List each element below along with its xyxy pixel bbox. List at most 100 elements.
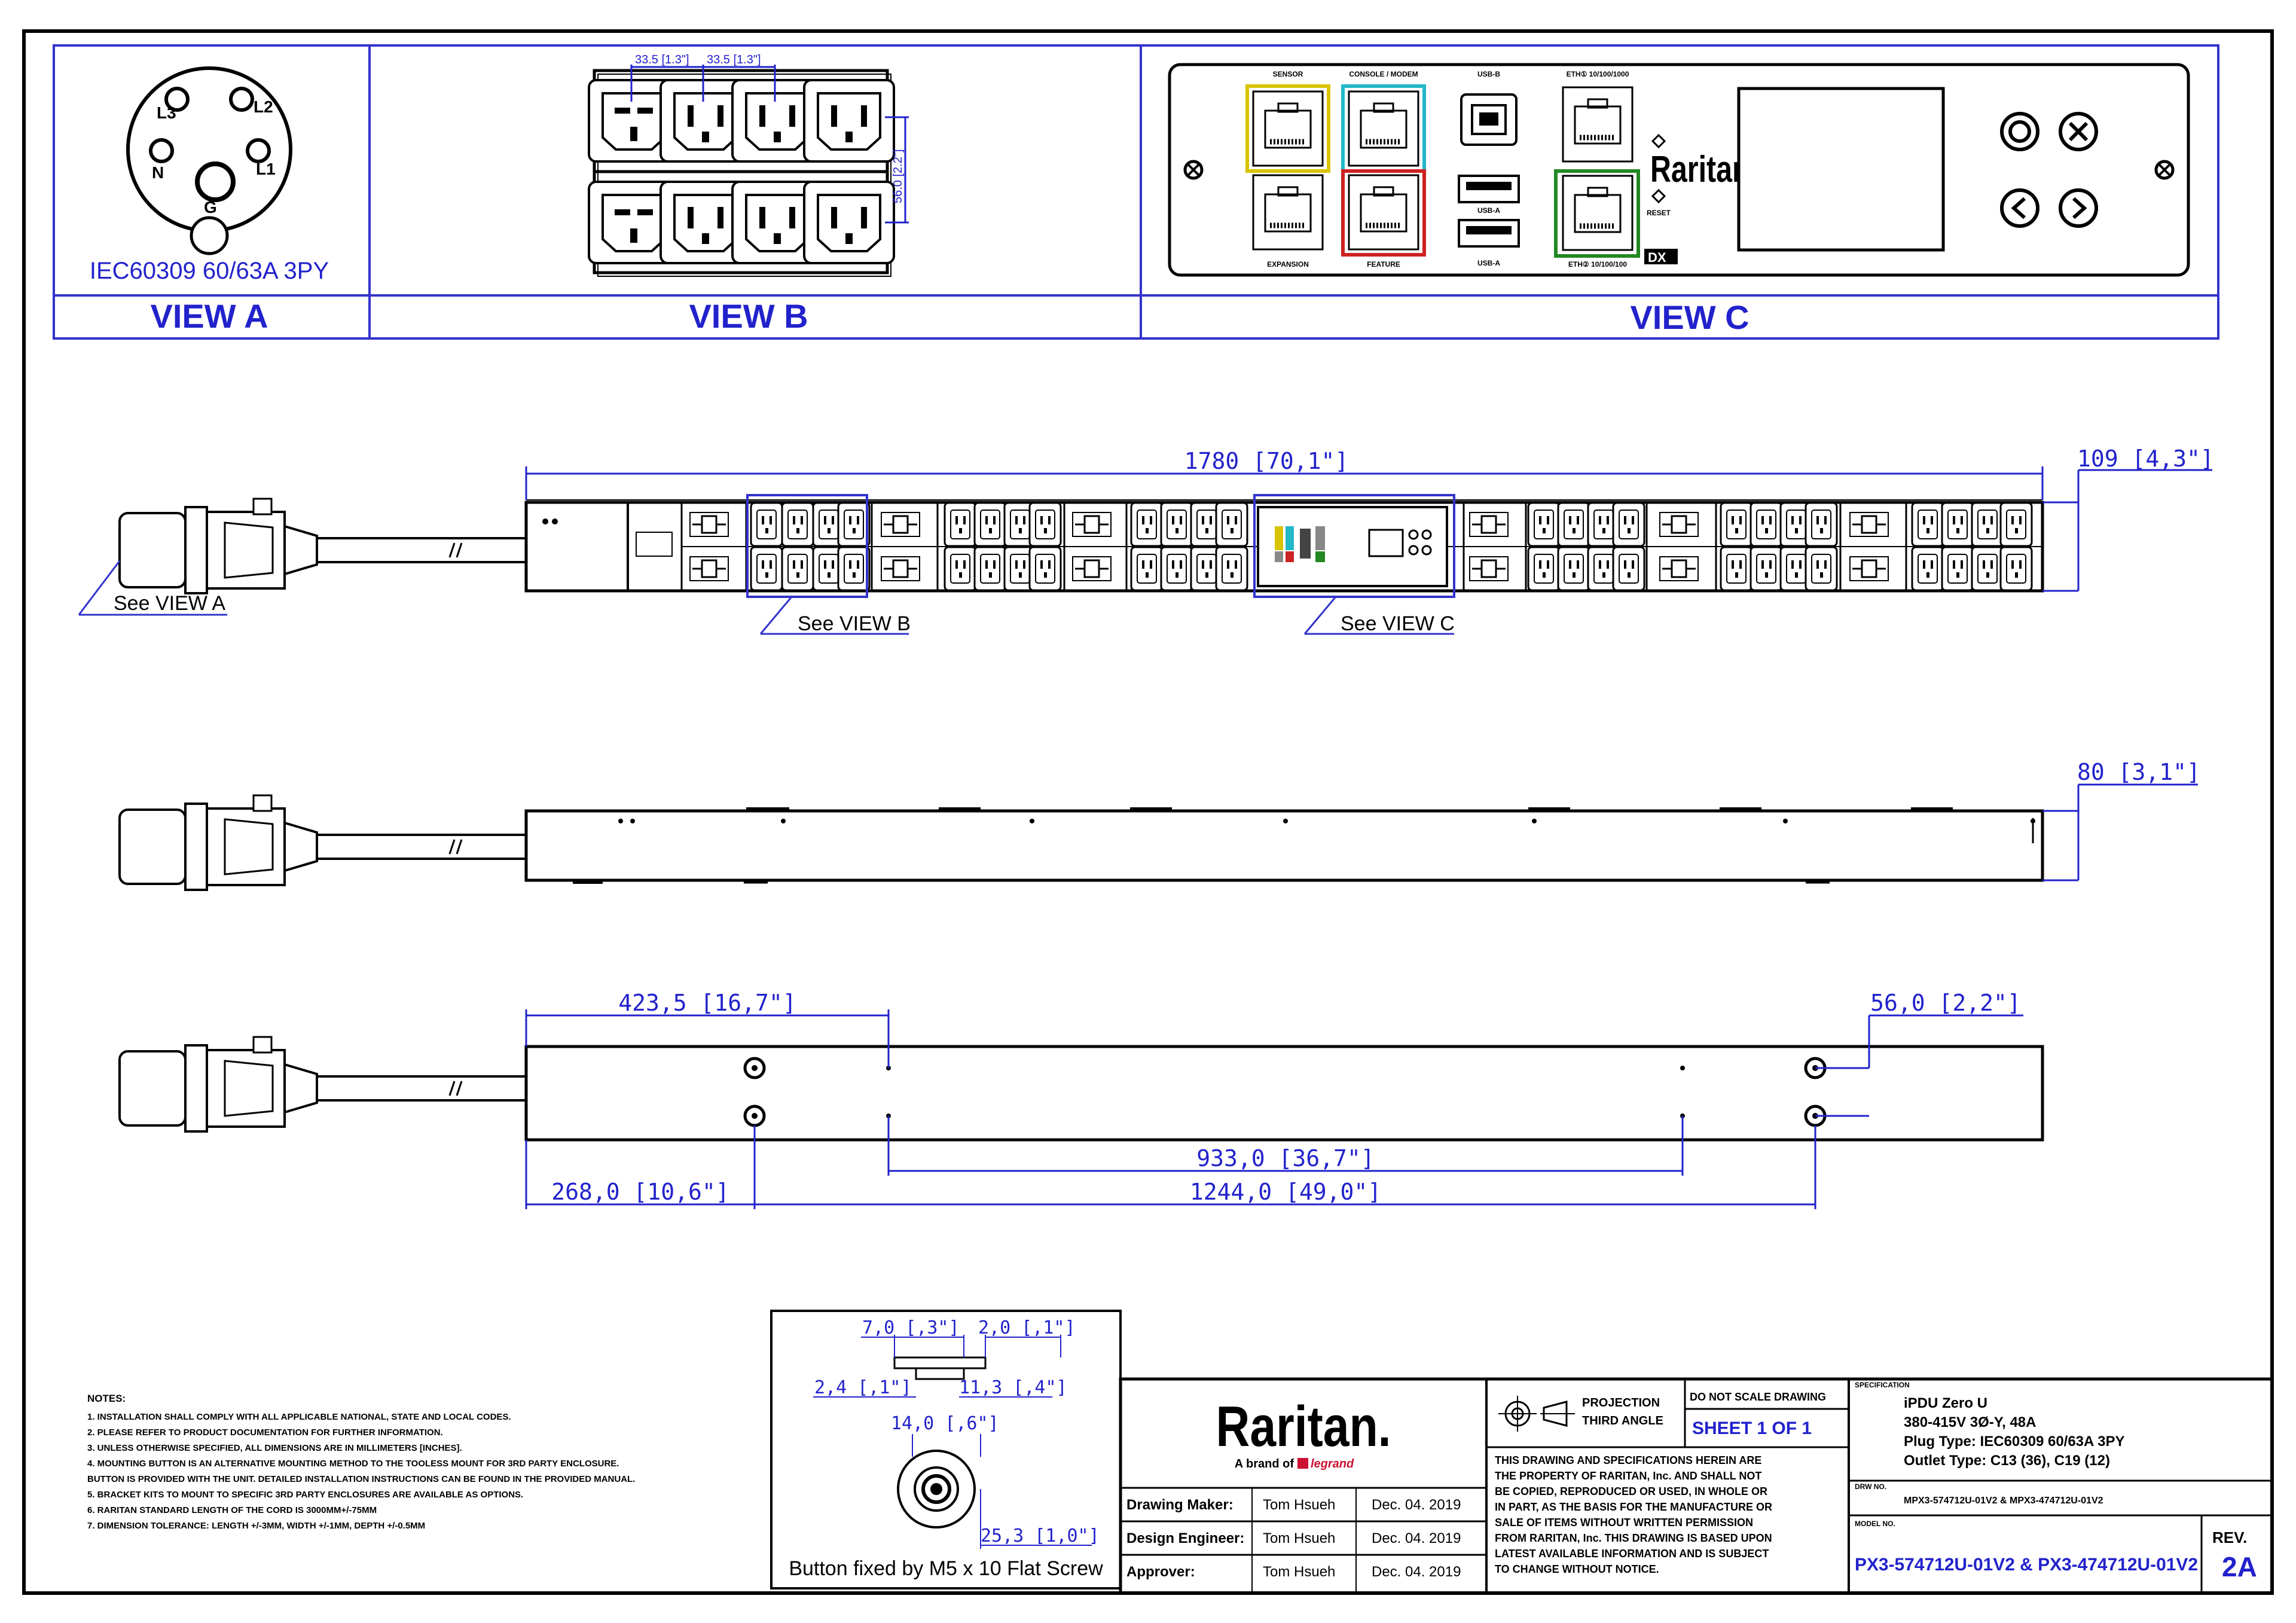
- role-name: Tom Hsueh: [1263, 1564, 1335, 1580]
- feature-port-icon: [1349, 175, 1418, 249]
- drawing-number-label: DRW NO.: [1855, 1482, 1886, 1491]
- port-label: CONSOLE / MODEM: [1349, 70, 1418, 78]
- port-label: USB-A: [1477, 259, 1500, 267]
- view-c-title: VIEW C: [1630, 298, 1749, 336]
- port-label: USB-A: [1477, 206, 1500, 215]
- note-line: 1. INSTALLATION SHALL COMPLY WITH ALL AP…: [87, 1412, 511, 1422]
- controller-brand-logo: Raritan: [1650, 148, 1750, 190]
- button-detail: 7,0 [,3"] 2,0 [,1"] 2,4 [,1"] 11,3 [,4"]…: [770, 1310, 1122, 1590]
- role-label: Drawing Maker:: [1126, 1497, 1234, 1513]
- dimension-label: 2,4 [,1"]: [814, 1377, 912, 1398]
- depth-dimension: 80 [3,1"]: [2077, 759, 2200, 785]
- spec-line: Outlet Type: C13 (36), C19 (12): [1904, 1453, 2110, 1469]
- length-dimension: 1780 [70,1"]: [1184, 448, 1349, 474]
- pin-l2-icon: [229, 87, 254, 112]
- note-line: 5. BRACKET KITS TO MOUNT TO SPECIFIC 3RD…: [87, 1490, 523, 1500]
- projection-symbol-icon: [1498, 1396, 1575, 1432]
- view-b-outlet-block: 33.5 [1.3"] 33.5 [1.3"] 56.0 [2.2"] VIEW…: [588, 53, 909, 335]
- note-line: 3. UNLESS OTHERWISE SPECIFIED, ALL DIMEN…: [87, 1443, 462, 1453]
- view-table: [53, 44, 2219, 340]
- svg-text:DX: DX: [1648, 250, 1666, 265]
- lcd-display: [1737, 87, 1945, 252]
- role-name: Tom Hsueh: [1263, 1497, 1335, 1513]
- disclaimer-line: IN PART, AS THE BASIS FOR THE MANUFACTUR…: [1495, 1501, 1772, 1513]
- pin-l3-icon: [164, 87, 190, 112]
- note-line: BUTTON IS PROVIDED WITH THE UNIT. DETAIL…: [87, 1474, 635, 1484]
- sensor-port-icon: [1253, 91, 1323, 166]
- port-label: USB-B: [1477, 70, 1500, 78]
- dimension-label: 933,0 [36,7"]: [1196, 1145, 1374, 1172]
- feature-port-highlight: [1341, 169, 1426, 257]
- pdu-body-rear: [524, 1045, 2044, 1142]
- disclaimer-line: SALE OF ITEMS WITHOUT WRITTEN PERMISSION: [1495, 1517, 1753, 1529]
- pin-label: L1: [256, 160, 276, 178]
- width-dimension: 109 [4,3"]: [2077, 446, 2214, 472]
- front-elevation: See VIEW A See VIEW B See VIEW C 1780 [7…: [78, 446, 2214, 635]
- pin-n-icon: [149, 138, 174, 163]
- eth2-port-icon: [1563, 176, 1632, 250]
- projection-label: PROJECTION: [1582, 1396, 1660, 1410]
- role-label: Design Engineer:: [1126, 1530, 1244, 1546]
- legrand-logo: legrand: [1311, 1457, 1354, 1471]
- c13-outlet-icon: [803, 79, 895, 163]
- model-number: PX3-574712U-01V2 & PX3-474712U-01V2: [1855, 1555, 2198, 1575]
- dimension-label: 14,0 [,6"]: [891, 1413, 999, 1434]
- spec-line: 380-415V 3Ø-Y, 48A: [1904, 1414, 2036, 1430]
- see-view-c-callout[interactable]: See VIEW C: [1341, 612, 1455, 635]
- note-line: 4. MOUNTING BUTTON IS AN ALTERNATIVE MOU…: [87, 1459, 619, 1469]
- drawing-number: MPX3-574712U-01V2 & MPX3-474712U-01V2: [1904, 1496, 2103, 1506]
- console-port-icon: [1349, 91, 1418, 166]
- spec-line: Plug Type: IEC60309 60/63A 3PY: [1904, 1433, 2125, 1450]
- note-line: 6. RARITAN STANDARD LENGTH OF THE CORD I…: [87, 1505, 377, 1515]
- left-arrow-button-icon: [2000, 188, 2039, 228]
- view-c-controller: SENSOR CONSOLE / MODEM USB-B ETH① 10/100…: [1168, 63, 2190, 336]
- pin-l1-icon: [246, 138, 271, 163]
- dx-logo-icon: [1644, 249, 1678, 264]
- dimension-label: 7,0 [,3"]: [862, 1317, 960, 1338]
- button-caption: Button fixed by M5 x 10 Flat Screw: [789, 1557, 1103, 1580]
- title-block: Raritan. A brand of legrand Drawing Make…: [1119, 1377, 2274, 1595]
- role-name: Tom Hsueh: [1263, 1530, 1335, 1546]
- third-angle-label: THIRD ANGLE: [1582, 1414, 1663, 1427]
- dimension-label: 56.0 [2.2"]: [891, 150, 905, 204]
- brand-subtitle: A brand of: [1235, 1457, 1294, 1471]
- dimension-label: 33.5 [1.3"]: [635, 53, 689, 66]
- see-view-b-callout[interactable]: See VIEW B: [798, 612, 911, 635]
- pin-label: G: [204, 198, 217, 216]
- view-c-callout-box: [1253, 494, 1455, 598]
- note-line: 2. PLEASE REFER TO PRODUCT DOCUMENTATION…: [87, 1427, 443, 1438]
- disclaimer-line: BE COPIED, REPRODUCED OR USED, IN WHOLE …: [1495, 1485, 1767, 1497]
- spec-line: iPDU Zero U: [1904, 1395, 1987, 1411]
- status-led-icon: [1651, 133, 1666, 149]
- expansion-port-icon: [1253, 175, 1323, 249]
- pin-label: L3: [157, 103, 176, 122]
- disclaimer-line: THE PROPERTY OF RARITAN, Inc. AND SHALL …: [1495, 1470, 1761, 1482]
- view-a-plug-face: L3 L2 N L1 G IEC60309 60/63A 3PY VIEW A: [90, 66, 329, 335]
- do-not-scale-label: DO NOT SCALE DRAWING: [1690, 1391, 1826, 1403]
- disclaimer-line: TO CHANGE WITHOUT NOTICE.: [1495, 1563, 1659, 1575]
- dimension-label: 33.5 [1.3"]: [707, 53, 761, 66]
- see-view-a-callout[interactable]: See VIEW A: [114, 592, 225, 615]
- note-line: 7. DIMENSION TOLERANCE: LENGTH +/-3MM, W…: [87, 1521, 425, 1531]
- port-label: ETH① 10/100/1000: [1567, 70, 1629, 78]
- sensor-port-highlight: [1245, 84, 1330, 173]
- dimension-label: 11,3 [,4"]: [959, 1377, 1067, 1398]
- dimension-label: 268,0 [10,6"]: [551, 1179, 729, 1205]
- role-label: Approver:: [1126, 1564, 1195, 1580]
- spec-label: SPECIFICATION: [1855, 1381, 1910, 1389]
- port-label: RESET: [1647, 209, 1671, 217]
- side-elevation: 80 [3,1"]: [118, 759, 2200, 891]
- c13-outlet-icon: [803, 181, 895, 264]
- dimension-label: 2,0 [,1"]: [978, 1317, 1076, 1338]
- dimension-label: 423,5 [16,7"]: [618, 990, 796, 1016]
- view-b-callout-box: [746, 494, 868, 598]
- dimension-label: 25,3 [1,0"]: [981, 1526, 1100, 1546]
- revision-label: REV.: [2212, 1529, 2247, 1546]
- raritan-logo: Raritan.: [1216, 1395, 1391, 1459]
- role-date: Dec. 04. 2019: [1372, 1530, 1461, 1546]
- role-date: Dec. 04. 2019: [1372, 1497, 1461, 1513]
- view-b-title: VIEW B: [689, 297, 808, 335]
- port-label: EXPANSION: [1267, 260, 1309, 269]
- port-label: FEATURE: [1367, 260, 1400, 269]
